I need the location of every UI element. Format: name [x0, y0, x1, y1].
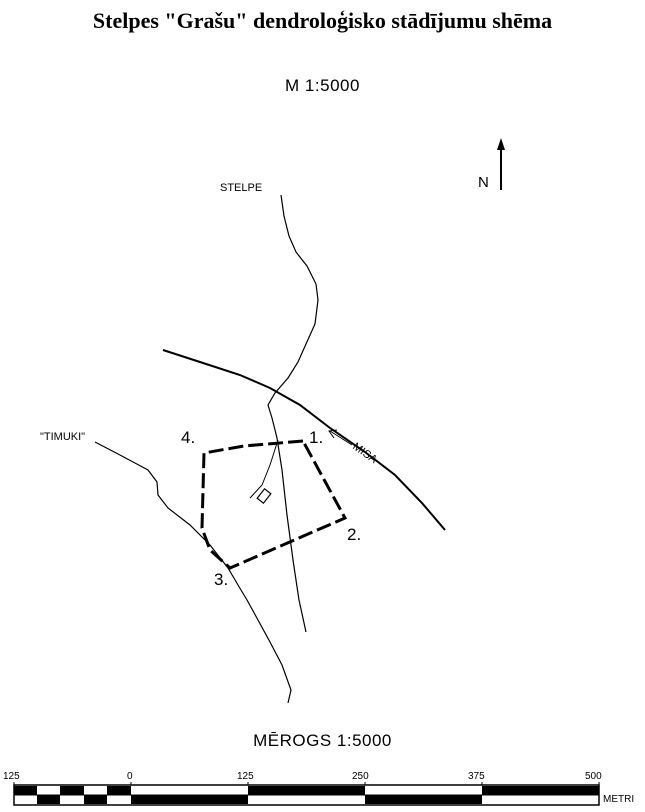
scale-label-top: M 1:5000	[285, 76, 360, 95]
point-label-1: 1.	[309, 428, 323, 447]
label-timuki: "TIMUKI"	[40, 431, 85, 443]
scale-tick-label: 125	[237, 771, 254, 782]
road-stelpe	[267, 194, 319, 633]
scale-tick-label: 0	[127, 771, 133, 782]
scale-unit-label: METRI	[603, 794, 634, 805]
label-stelpe: STELPE	[220, 182, 262, 194]
building-icon	[256, 487, 272, 505]
river-misa	[162, 349, 446, 531]
river-flow-arrow-icon	[328, 429, 353, 446]
north-label: N	[478, 174, 489, 191]
scale-tick-label: 250	[352, 771, 369, 782]
scale-title: MĒROGS 1:5000	[253, 731, 392, 750]
point-label-4: 4.	[181, 428, 195, 447]
scale-tick-label: 500	[585, 771, 602, 782]
plantation-boundary	[200, 439, 348, 570]
point-label-3: 3.	[214, 570, 228, 589]
label-misa: MISA	[350, 441, 379, 467]
scale-tick-label: 375	[468, 771, 485, 782]
map-title: Stelpes "Grašu" dendroloģisko stādījumu …	[92, 8, 553, 33]
inner-lane	[249, 439, 279, 499]
scale-tick-label: 125	[3, 771, 20, 782]
north-arrow-icon	[497, 138, 505, 190]
scale-bar: 125 0 125 250 375 500 METRI	[3, 771, 634, 806]
point-label-2: 2.	[347, 525, 361, 544]
road-timuki	[94, 441, 292, 704]
